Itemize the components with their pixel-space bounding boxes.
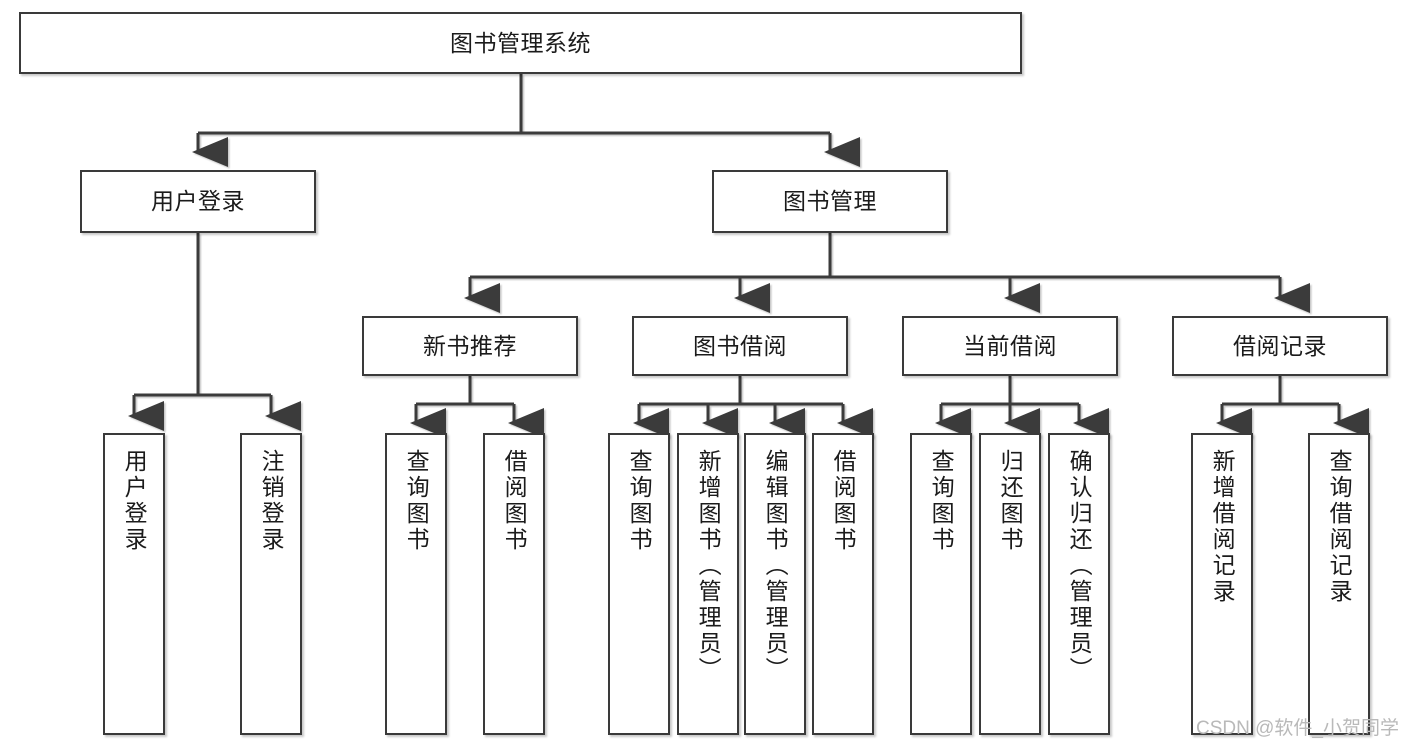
leaf-query-book-current-label: 查询图书	[928, 449, 955, 553]
node-borrow-record-label: 借阅记录	[1233, 332, 1327, 359]
leaf-return-book[interactable]: 归还图书	[979, 433, 1041, 735]
leaf-add-book-admin-label: 新增图书（管理员）	[695, 449, 722, 683]
leaf-add-borrow-record-label: 新增借阅记录	[1209, 449, 1236, 605]
leaf-confirm-return-admin-label: 确认归还（管理员）	[1066, 449, 1093, 683]
leaf-query-borrow-record-label: 查询借阅记录	[1326, 449, 1353, 605]
leaf-query-book-recommend[interactable]: 查询图书	[385, 433, 447, 735]
leaf-borrow-book-recommend-label: 借阅图书	[501, 449, 528, 553]
leaf-borrow-book-recommend[interactable]: 借阅图书	[483, 433, 545, 735]
leaf-borrow-book-label: 借阅图书	[830, 449, 857, 553]
leaf-edit-book-admin-label: 编辑图书（管理员）	[762, 449, 789, 683]
leaf-logout[interactable]: 注销登录	[240, 433, 302, 735]
csdn-watermark: CSDN @软件_小贺同学	[1196, 718, 1399, 739]
node-user-login[interactable]: 用户登录	[80, 170, 316, 233]
node-book-management[interactable]: 图书管理	[712, 170, 948, 233]
leaf-confirm-return-admin[interactable]: 确认归还（管理员）	[1048, 433, 1110, 735]
leaf-query-borrow-record[interactable]: 查询借阅记录	[1308, 433, 1370, 735]
leaf-user-login-label: 用户登录	[121, 449, 148, 553]
leaf-logout-label: 注销登录	[258, 449, 285, 553]
leaf-edit-book-admin[interactable]: 编辑图书（管理员）	[744, 433, 806, 735]
node-root-label: 图书管理系统	[450, 29, 591, 56]
leaf-query-book-recommend-label: 查询图书	[403, 449, 430, 553]
leaf-add-book-admin[interactable]: 新增图书（管理员）	[677, 433, 739, 735]
leaf-return-book-label: 归还图书	[997, 449, 1024, 553]
leaf-add-borrow-record[interactable]: 新增借阅记录	[1191, 433, 1253, 735]
node-borrow-record[interactable]: 借阅记录	[1172, 316, 1388, 376]
node-new-book-recommend[interactable]: 新书推荐	[362, 316, 578, 376]
leaf-query-book-borrow[interactable]: 查询图书	[608, 433, 670, 735]
node-book-borrow-label: 图书借阅	[693, 332, 787, 359]
node-current-borrow[interactable]: 当前借阅	[902, 316, 1118, 376]
node-user-login-label: 用户登录	[151, 188, 245, 215]
leaf-query-book-borrow-label: 查询图书	[626, 449, 653, 553]
node-book-management-label: 图书管理	[783, 188, 877, 215]
node-new-book-recommend-label: 新书推荐	[423, 332, 517, 359]
leaf-query-book-current[interactable]: 查询图书	[910, 433, 972, 735]
leaf-user-login[interactable]: 用户登录	[103, 433, 165, 735]
leaf-borrow-book[interactable]: 借阅图书	[812, 433, 874, 735]
node-root[interactable]: 图书管理系统	[19, 12, 1022, 74]
node-current-borrow-label: 当前借阅	[963, 332, 1057, 359]
node-book-borrow[interactable]: 图书借阅	[632, 316, 848, 376]
